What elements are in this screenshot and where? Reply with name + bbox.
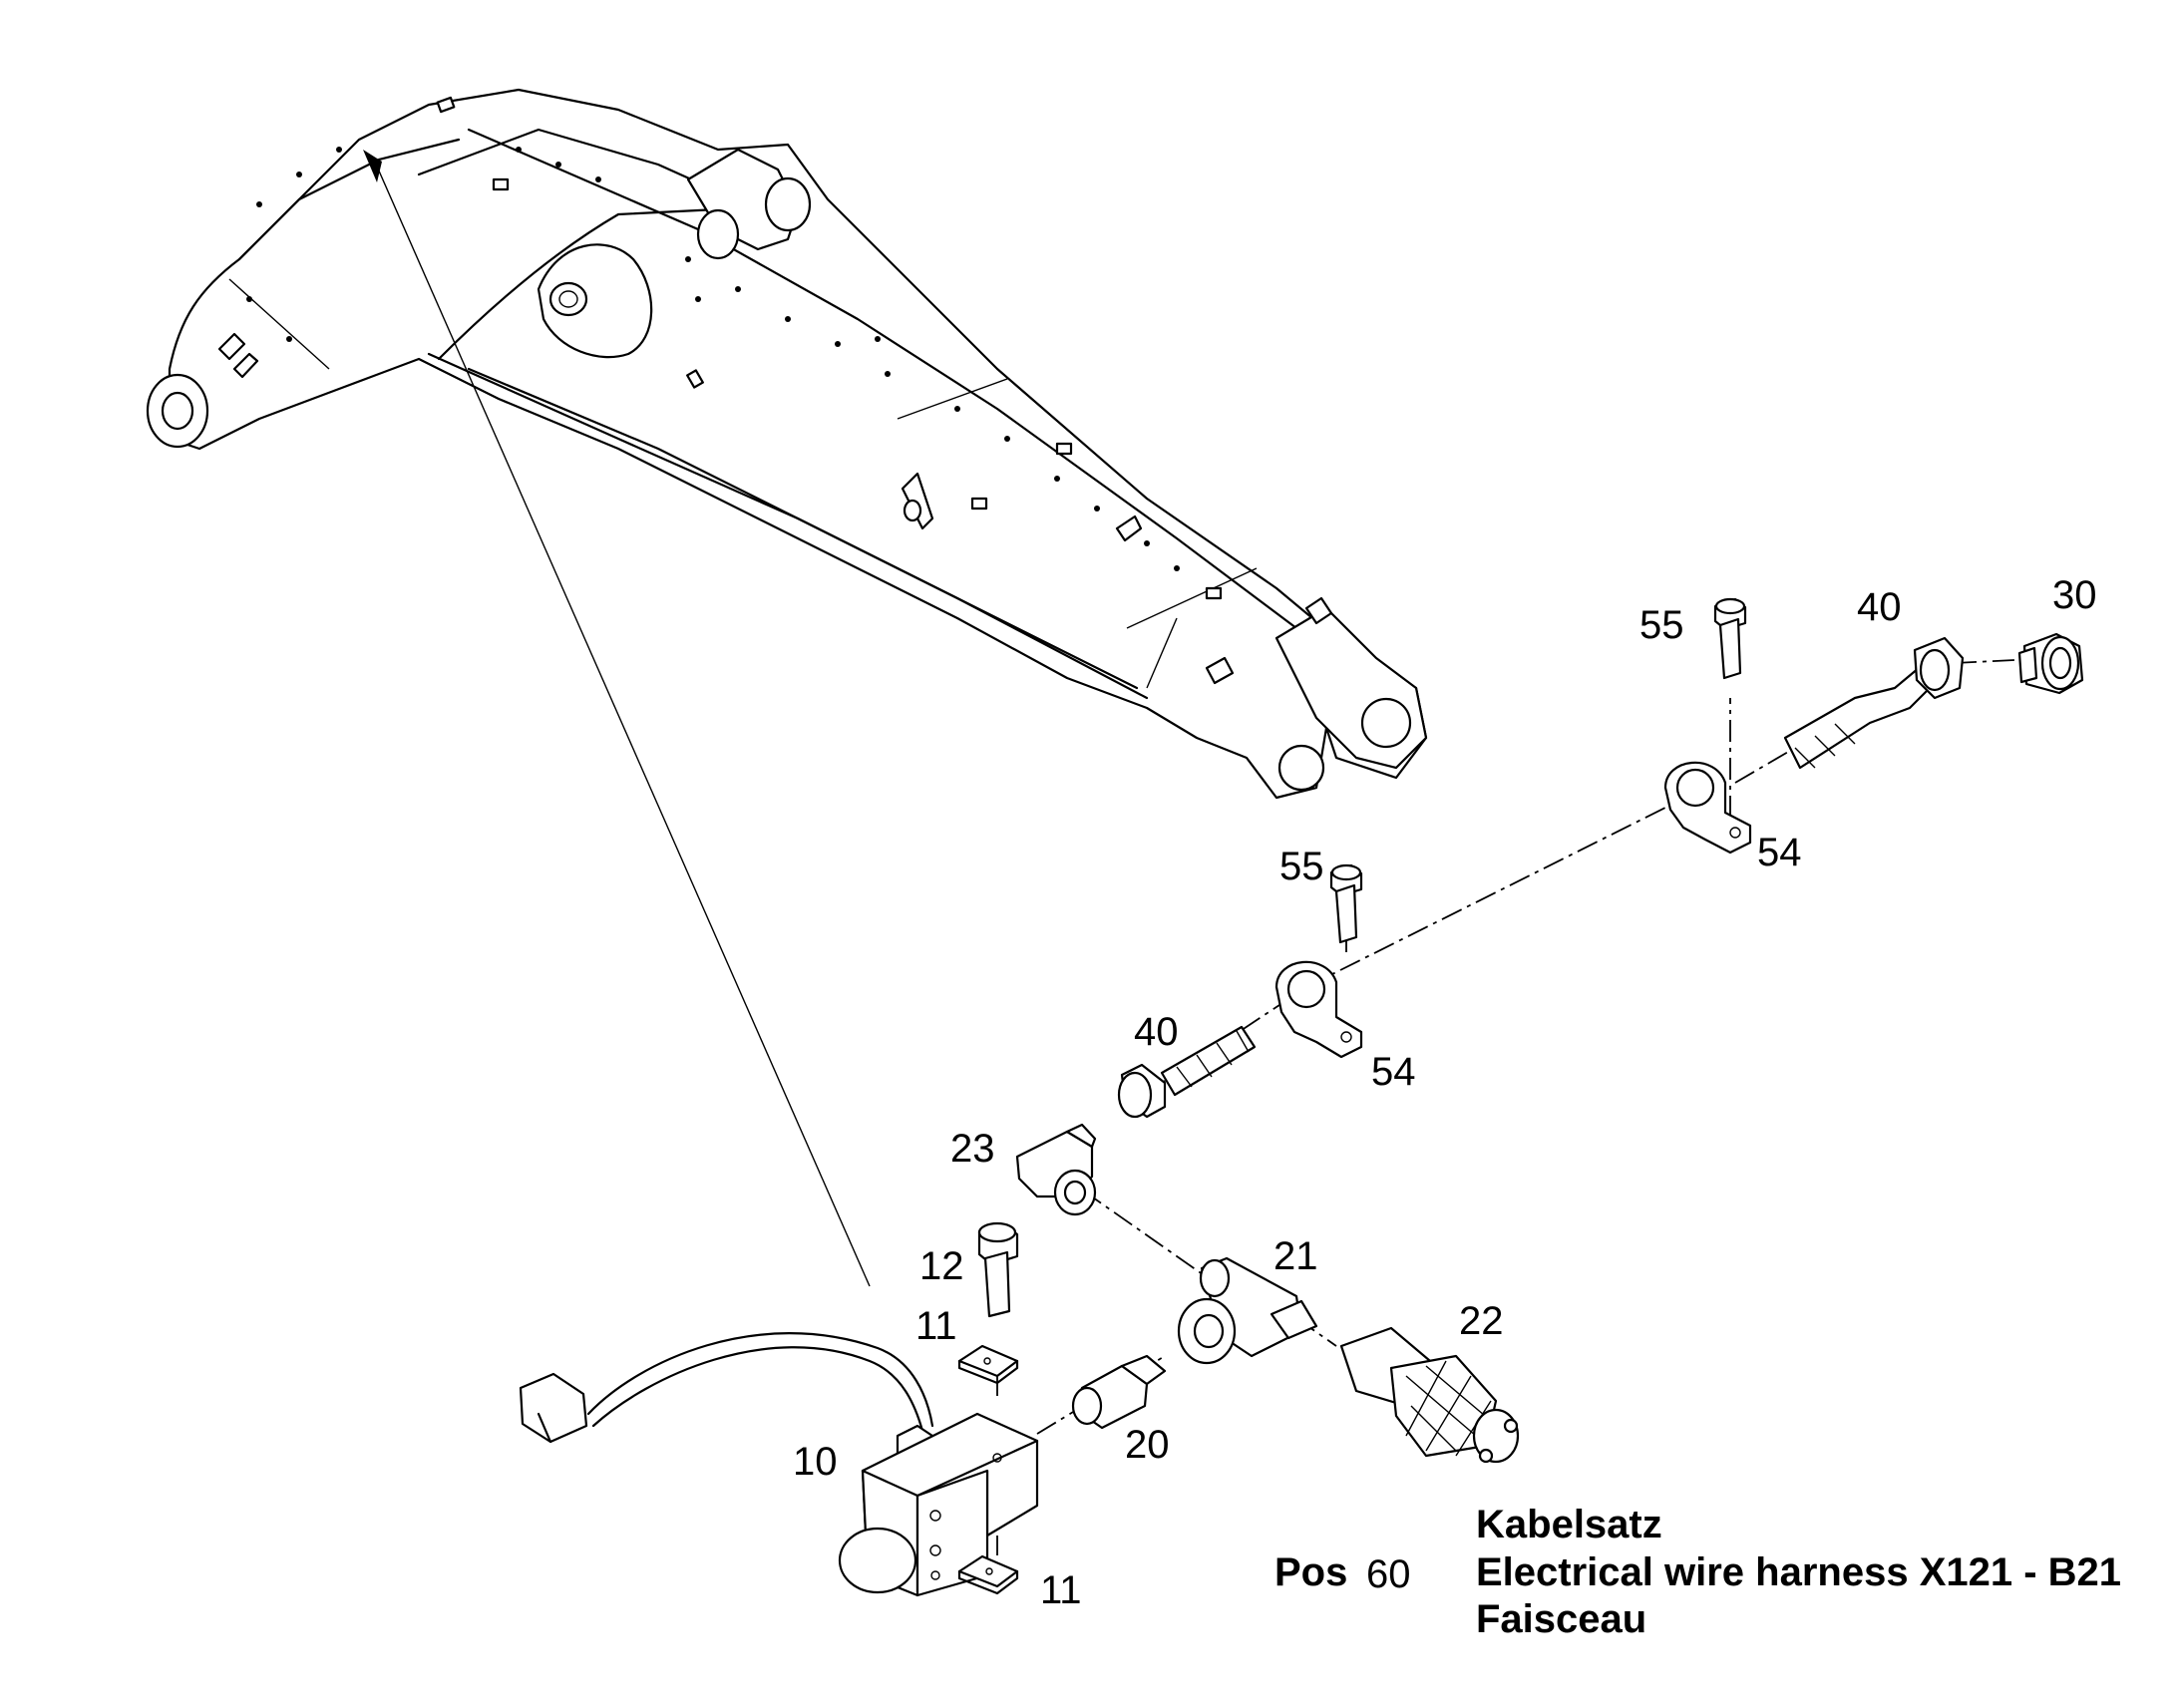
label-pos-11-upper: 11 — [915, 1304, 957, 1348]
part-40-hose-upper — [1783, 636, 1965, 770]
part-11-plate-upper — [957, 1344, 1019, 1385]
location-leader-line — [373, 159, 871, 1287]
part-12-bolt — [977, 1221, 1019, 1318]
caption-block: Pos 60 Kabelsatz Electrical wire harness… — [1274, 1503, 2121, 1641]
part-21-tee — [1177, 1256, 1318, 1365]
caption-pos-label: Pos — [1274, 1550, 1347, 1594]
label-pos-11-lower: 11 — [1040, 1568, 1082, 1612]
label-pos-12: 12 — [919, 1244, 964, 1288]
label-pos-23: 23 — [950, 1127, 995, 1171]
part-40-hose-lower — [1117, 1025, 1257, 1119]
part-55-screw-upper — [1713, 597, 1747, 680]
part-20-fitting — [1071, 1354, 1167, 1430]
label-pos-54-upper: 54 — [1757, 831, 1802, 874]
part-55-screw-lower — [1329, 863, 1363, 944]
label-pos-22: 22 — [1459, 1299, 1504, 1343]
label-pos-21: 21 — [1273, 1234, 1318, 1278]
label-pos-54-lower: 54 — [1371, 1050, 1416, 1094]
part-10-valve — [519, 1332, 1039, 1597]
excavator-boom-drawing — [146, 88, 1428, 800]
part-23-elbow — [1015, 1123, 1097, 1216]
location-arrowhead — [363, 150, 382, 182]
label-pos-55-lower: 55 — [1279, 845, 1324, 888]
part-30-adapter — [2017, 632, 2084, 695]
label-pos-30: 30 — [2052, 573, 2097, 617]
label-pos-40-upper: 40 — [1857, 585, 1902, 629]
label-pos-55-upper: 55 — [1639, 603, 1684, 647]
label-pos-10: 10 — [793, 1440, 838, 1484]
caption-title-en: Electrical wire harness X121 - B21 — [1476, 1550, 2121, 1594]
part-54-clamp-upper — [1663, 761, 1752, 854]
label-pos-20: 20 — [1125, 1423, 1170, 1467]
caption-title-de: Kabelsatz — [1476, 1503, 1662, 1546]
part-54-clamp-lower — [1274, 960, 1363, 1059]
label-pos-40-lower: 40 — [1134, 1010, 1179, 1054]
caption-title-fr: Faisceau — [1476, 1597, 1646, 1641]
position-numbers: 10 11 11 12 20 21 22 23 30 40 40 54 54 5… — [793, 573, 2097, 1612]
part-11-plate-lower — [957, 1554, 1019, 1595]
part-22-coupler — [1339, 1326, 1520, 1464]
caption-pos-number: 60 — [1366, 1552, 1411, 1596]
